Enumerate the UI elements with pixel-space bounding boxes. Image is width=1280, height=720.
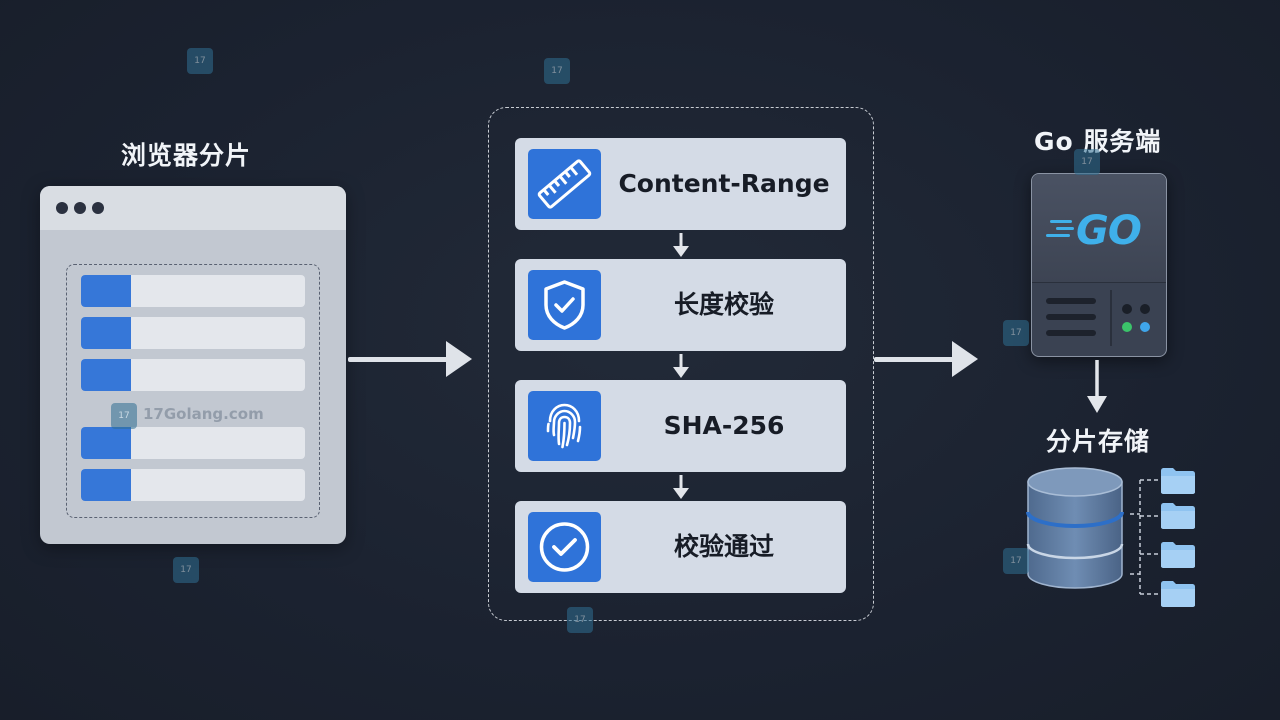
- validation-pipeline: [488, 107, 874, 621]
- go-logo: GO: [1076, 208, 1142, 254]
- window-dot-icon: [74, 202, 86, 214]
- step-label: 校验通过: [673, 532, 774, 561]
- arrow-down-icon: [673, 475, 689, 499]
- server-slot: [1046, 298, 1096, 304]
- watermark-text: 17Golang.com: [143, 405, 264, 423]
- step-content-range: Content-Range: [515, 138, 846, 230]
- watermark-icon: 17: [111, 403, 137, 429]
- watermark-icon: 17: [1074, 149, 1100, 175]
- step-length-check: 长度校验: [515, 259, 846, 351]
- folder-icon: [1161, 581, 1195, 607]
- folder-icon: [1161, 503, 1195, 529]
- step-verified: 校验通过: [515, 501, 846, 593]
- watermark-icon: 17: [1003, 548, 1029, 574]
- browser-window: [40, 186, 346, 544]
- go-speed-line: [1056, 227, 1074, 230]
- arrow-down-icon: [673, 354, 689, 378]
- watermark-icon: 17: [544, 58, 570, 84]
- watermark-icon: 17: [173, 557, 199, 583]
- chunk-bar: [81, 317, 305, 349]
- chunk-bar: [81, 359, 305, 391]
- flow-arrow-line: [874, 357, 954, 362]
- watermark-icon: 17: [187, 48, 213, 74]
- ruler-icon: [528, 149, 601, 219]
- check-circle-icon: [528, 512, 601, 582]
- status-led-icon: [1140, 322, 1150, 332]
- browser-titlebar: [40, 186, 346, 230]
- step-label: SHA-256: [663, 411, 785, 440]
- server-box: GO: [1031, 173, 1167, 357]
- database-icon: [1026, 466, 1124, 590]
- folder-icon: [1161, 468, 1195, 494]
- server-slot: [1046, 330, 1096, 336]
- go-speed-line: [1050, 220, 1072, 223]
- chunk-group: [66, 264, 320, 518]
- arrow-down-icon: [1087, 360, 1107, 413]
- status-led-icon: [1122, 304, 1132, 314]
- watermark-logo: 17 17Golang.com: [111, 403, 271, 431]
- server-front-panel: GO: [1032, 174, 1166, 283]
- step-label: Content-Range: [618, 169, 830, 198]
- chunk-bar: [81, 427, 305, 459]
- chunk-bar: [81, 469, 305, 501]
- step-sha256: SHA-256: [515, 380, 846, 472]
- chunk-bar: [81, 275, 305, 307]
- server-slot: [1046, 314, 1096, 320]
- watermark-icon: 17: [1003, 320, 1029, 346]
- storage-connectors: [1130, 479, 1160, 595]
- folder-icon: [1161, 542, 1195, 568]
- arrow-down-icon: [673, 233, 689, 257]
- status-led-icon: [1122, 322, 1132, 332]
- go-speed-line: [1046, 234, 1070, 237]
- window-dot-icon: [56, 202, 68, 214]
- watermark-icon: 17: [567, 607, 593, 633]
- status-led-icon: [1140, 304, 1150, 314]
- step-label: 长度校验: [673, 290, 774, 319]
- server-divider: [1110, 290, 1112, 346]
- storage-section-title: 分片存储: [1046, 427, 1151, 456]
- arrow-right-icon: [446, 341, 472, 377]
- fingerprint-icon: [528, 391, 601, 461]
- shield-check-icon: [528, 270, 601, 340]
- window-dot-icon: [92, 202, 104, 214]
- browser-section-title: 浏览器分片: [121, 141, 252, 170]
- arrow-right-icon: [952, 341, 978, 377]
- flow-arrow-line: [348, 357, 448, 362]
